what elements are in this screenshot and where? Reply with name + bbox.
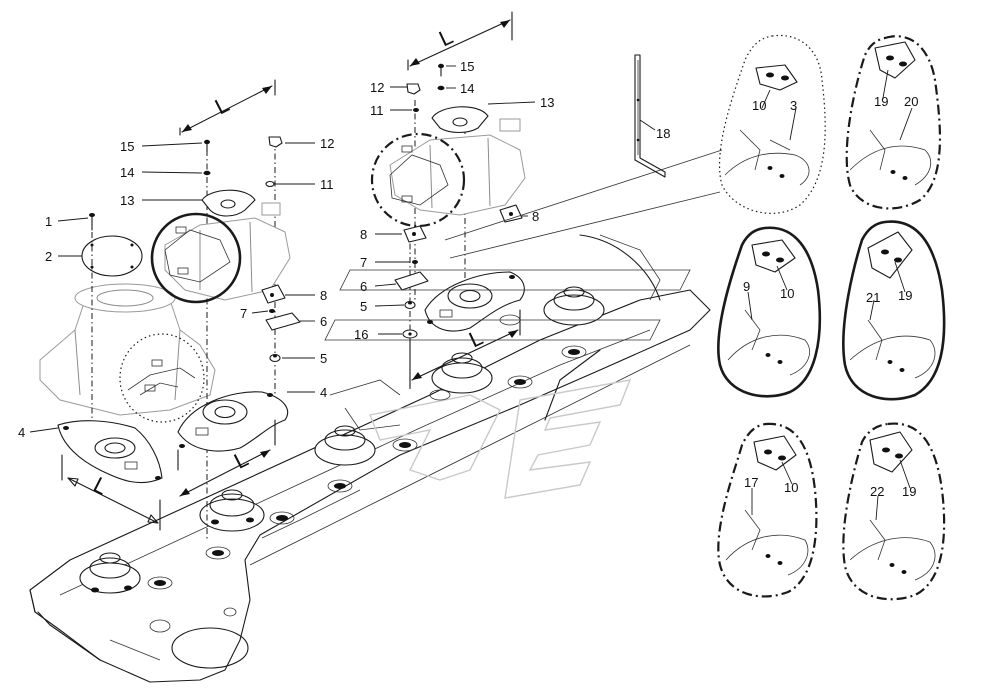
dim-L-mid-right <box>409 309 521 389</box>
washer-14-left <box>203 170 211 176</box>
washer-11-right <box>413 108 419 112</box>
callout-8: 8 <box>360 227 367 242</box>
callout-11: 11 <box>320 177 334 192</box>
detail-capsule-2 <box>845 35 942 210</box>
projection-line <box>444 149 723 241</box>
knife-holder-8-left <box>261 284 286 304</box>
nut-12-right <box>406 83 421 95</box>
hub-a <box>79 552 173 594</box>
bolt-15-right <box>438 63 444 77</box>
callout-15: 15 <box>460 59 474 74</box>
detail-callout-10: 10 <box>752 98 766 113</box>
cap-13-right <box>431 106 489 134</box>
knife-holder-8-right <box>499 204 523 223</box>
detail-capsule-6 <box>842 422 946 601</box>
callout-15: 15 <box>120 139 134 154</box>
drum-cone-left <box>164 202 291 301</box>
detail-capsule-1 <box>718 34 826 214</box>
callout-13: 13 <box>120 193 134 208</box>
stack-right <box>324 11 691 390</box>
detail-callout-9: 9 <box>743 279 750 294</box>
callout-labels: 1 2 4 15 14 13 12 11 8 7 6 5 4 12 11 15 … <box>18 59 918 499</box>
hub-b <box>199 489 295 560</box>
detail-callout-17: 17 <box>744 475 758 490</box>
cap-13-left <box>201 189 256 217</box>
callout-5: 5 <box>360 299 367 314</box>
hub-d <box>429 352 533 401</box>
projection-line <box>449 191 721 259</box>
detail-callout-19: 19 <box>874 94 888 109</box>
washer-14-right <box>437 85 445 91</box>
callout-8: 8 <box>320 288 327 303</box>
detail-callout-20: 20 <box>904 94 918 109</box>
callout-4: 4 <box>18 425 25 440</box>
callout-6: 6 <box>320 314 327 329</box>
cutting-disc-left <box>57 420 163 484</box>
bolt-1 <box>89 213 95 231</box>
cutting-disc-right <box>424 271 525 332</box>
callout-12: 12 <box>320 136 334 151</box>
callout-18: 18 <box>656 126 670 141</box>
hub-e <box>499 286 605 359</box>
knife-holder-16 <box>402 329 418 339</box>
washer-11-left <box>265 180 275 188</box>
nut-12-left <box>268 136 283 148</box>
dim-L-mid <box>177 419 276 497</box>
detail-callout-3: 3 <box>790 98 797 113</box>
knife-6-mid <box>394 271 429 291</box>
detail-capsule-3 <box>717 226 822 398</box>
callout-5: 5 <box>320 351 327 366</box>
callout-8: 8 <box>532 209 539 224</box>
dim-label-L: L <box>89 472 111 500</box>
rod-18 <box>634 54 666 178</box>
detail-callout-19: 19 <box>902 484 916 499</box>
dim-label-L: L <box>435 24 457 52</box>
callout-14: 14 <box>460 81 474 96</box>
callout-6: 6 <box>360 279 367 294</box>
detail-callout-22: 22 <box>870 484 884 499</box>
detail-circle-left <box>119 333 205 423</box>
dim-label-L: L <box>230 446 252 474</box>
callout-7: 7 <box>240 306 247 321</box>
bolt-7-mid <box>412 260 418 264</box>
drum-cone-right <box>389 118 526 216</box>
brand-logo <box>369 379 632 499</box>
dim-L-top-right <box>407 11 513 71</box>
detail-callout-19: 19 <box>898 288 912 303</box>
detail-callout-10: 10 <box>784 480 798 495</box>
callout-2: 2 <box>45 249 52 264</box>
callout-12: 12 <box>370 80 384 95</box>
bolt-15-left <box>204 139 210 153</box>
bolt-7-left <box>269 309 275 313</box>
cutting-disc-mid <box>177 391 289 452</box>
end-drum <box>39 283 216 416</box>
detail-capsule-5 <box>717 422 818 598</box>
dim-L-left <box>61 454 161 531</box>
detail-callout-10: 10 <box>780 286 794 301</box>
nut-5-left <box>269 353 281 363</box>
leader-lines <box>29 65 913 521</box>
callout-4: 4 <box>320 385 327 400</box>
knife-holder-8-mid <box>403 225 427 243</box>
callout-1: 1 <box>45 214 52 229</box>
detail-capsule-4 <box>842 220 946 401</box>
callout-11: 11 <box>370 103 384 118</box>
dim-label-L: L <box>465 325 487 353</box>
dim-L-top-left <box>179 79 276 136</box>
nut-5-mid <box>404 300 416 310</box>
callout-14: 14 <box>120 165 134 180</box>
callout-7: 7 <box>360 255 367 270</box>
callout-13: 13 <box>540 95 554 110</box>
disc-hubs <box>79 286 605 594</box>
hub-c <box>314 425 418 493</box>
detail-callout-21: 21 <box>866 290 880 305</box>
knife-6-left <box>265 312 301 331</box>
callout-16: 16 <box>354 327 368 342</box>
stack-left <box>150 79 301 540</box>
